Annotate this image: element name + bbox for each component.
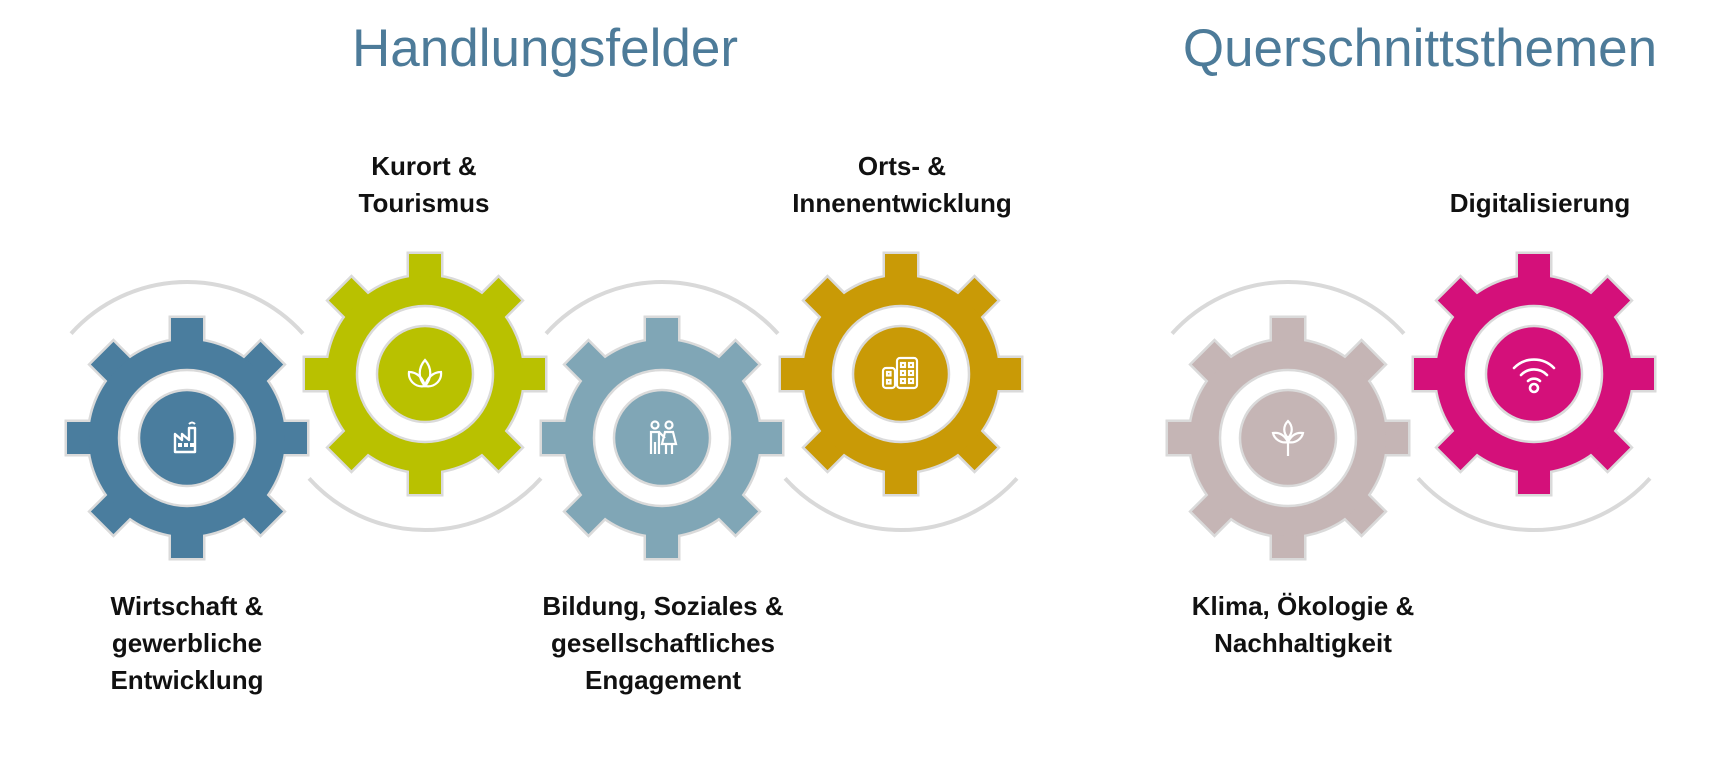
label-line: Tourismus bbox=[358, 188, 490, 218]
label-bildung: Bildung, Soziales & gesellschaftliches E… bbox=[542, 588, 783, 699]
gear-arc bbox=[783, 477, 1019, 532]
gear-wirtschaft bbox=[64, 280, 310, 561]
lotus-icon bbox=[407, 358, 443, 388]
buildings-icon bbox=[881, 356, 919, 390]
label-line: Engagement bbox=[584, 665, 742, 695]
gear-hub bbox=[1484, 324, 1584, 424]
label-line: gewerbliche bbox=[111, 628, 263, 658]
people-icon bbox=[649, 420, 678, 454]
label-line: Kurort & bbox=[371, 151, 477, 181]
label-kurort: Kurort & Tourismus bbox=[359, 148, 490, 222]
gear-klima bbox=[1165, 280, 1411, 561]
label-line: gesellschaftliches bbox=[551, 628, 775, 658]
label-line: Nachhaltigkeit bbox=[1214, 628, 1392, 658]
gear-arc bbox=[544, 280, 780, 335]
label-wirtschaft: Wirtschaft & gewerbliche Entwicklung bbox=[110, 588, 263, 699]
gear-arc bbox=[307, 477, 543, 532]
gear-orts bbox=[778, 251, 1024, 532]
label-line: Entwicklung bbox=[110, 665, 264, 695]
factory-icon bbox=[173, 421, 197, 454]
wifi-icon bbox=[1512, 358, 1556, 394]
label-orts: Orts- & Innenentwicklung bbox=[792, 148, 1012, 222]
label-line: Wirtschaft & bbox=[110, 591, 264, 621]
gear-arc bbox=[1416, 477, 1652, 532]
label-klima: Klima, Ökologie & Nachhaltigkeit bbox=[1192, 588, 1415, 662]
label-line: Innenentwicklung bbox=[792, 188, 1012, 218]
section-title-querschnittsthemen: Querschnittsthemen bbox=[1182, 19, 1658, 78]
sprout-icon bbox=[1271, 419, 1305, 456]
label-line: Klima, Ökologie & bbox=[1191, 591, 1415, 621]
label-line: Orts- & bbox=[857, 151, 947, 181]
gear-digital bbox=[1411, 251, 1657, 532]
gear-hub bbox=[612, 388, 712, 488]
gear-kurort bbox=[302, 251, 548, 532]
gear-arc bbox=[69, 280, 305, 335]
section-title-handlungsfelder: Handlungsfelder bbox=[352, 19, 738, 78]
label-line: Digitalisierung bbox=[1449, 188, 1631, 218]
label-line: Bildung, Soziales & bbox=[542, 591, 784, 621]
label-digital: Digitalisierung bbox=[1450, 185, 1631, 222]
gear-arc bbox=[1170, 280, 1406, 335]
gear-bildung bbox=[539, 280, 785, 561]
gear-hub bbox=[375, 324, 475, 424]
